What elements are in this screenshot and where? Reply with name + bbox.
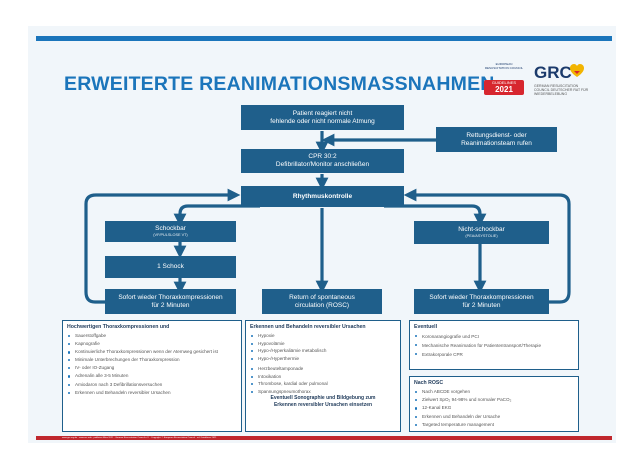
- imaging-note: Eventuell Sonographie und Bildgebung zum…: [270, 395, 376, 408]
- during-cpr-list: Sauerstoffgabe Kapnografie Kontinuierlic…: [67, 332, 237, 397]
- shockable-subtext: (VF/PULSLOSE VT): [153, 233, 188, 237]
- heart-icon: [570, 64, 584, 77]
- footer-text: www.grc-org.de · www.erc.edu · publizier…: [62, 437, 217, 439]
- rosc-box: Return of spontaneous circulation (ROSC): [262, 289, 382, 314]
- erc-logo-text: EUROPEAN RESUSCITATION COUNCIL: [484, 62, 524, 70]
- list-item: Extrakorporale CPR: [414, 350, 574, 359]
- list-item: Minimale Unterbrechungen der Thoraxkompr…: [67, 356, 237, 364]
- rhythm-check-text: Rhythmuskontrolle: [292, 192, 353, 200]
- resume-compressions-left-text: Sofort wieder Thoraxkompressionen für 2 …: [118, 293, 223, 309]
- grc-logo-subtitle: GERMAN RESUSCITATION COUNCIL DEUTSCHER R…: [534, 84, 589, 96]
- list-item: Erkennen und Behandeln der Ursache: [414, 413, 574, 421]
- post-rosc-list: Nach ABCDE vorgehen Zielwert SpO₂ 94-98%…: [414, 388, 574, 429]
- list-item: Kapnografie: [67, 340, 237, 348]
- list-item: Hypoxie: [250, 332, 396, 340]
- list-item: Mechanische Reanimation für Patiententra…: [414, 341, 574, 350]
- one-shock-text: 1 Schock: [157, 263, 184, 270]
- list-item: IV- oder IO-Zugang: [67, 364, 237, 372]
- list-item: Targeted temperature management: [414, 421, 574, 429]
- during-cpr-panel: Hochwertigen Thoraxkompressionen und Sau…: [62, 320, 242, 432]
- list-item: Herzbeuteltamponade: [250, 365, 396, 373]
- list-item: Amiodaron nach 3 Defibrillationsversuche…: [67, 381, 237, 389]
- non-shockable-box: Nicht-schockbar (PEA/ASYSTOLIE): [414, 221, 549, 244]
- patient-unresponsive-text: Patient reagiert nicht fehlende oder nic…: [270, 109, 375, 125]
- resume-compressions-right-text: Sofort wieder Thoraxkompressionen für 2 …: [429, 293, 534, 309]
- erc-badge-label: GUIDELINES: [491, 80, 517, 85]
- list-item: Adrenalin alle 3-5 Minuten: [67, 372, 237, 380]
- resume-compressions-left-box: Sofort wieder Thoraxkompressionen für 2 …: [105, 289, 236, 314]
- reversible-causes-list-t: Herzbeuteltamponade Intoxikation Thrombo…: [250, 365, 396, 395]
- rosc-text: Return of spontaneous circulation (ROSC): [289, 293, 355, 309]
- list-item: 12-Kanal EKG: [414, 404, 574, 412]
- list-item: Koronarangiografie und PCI: [414, 332, 574, 341]
- cpr-box: CPR 30:2 Defibrillator/Monitor anschließ…: [241, 149, 404, 173]
- consider-list: Koronarangiografie und PCI Mechanische R…: [414, 332, 574, 359]
- patient-unresponsive-box: Patient reagiert nicht fehlende oder nic…: [241, 105, 404, 130]
- list-item: Nach ABCDE vorgehen: [414, 388, 574, 396]
- reversible-causes-list-h: Hypoxie Hypovolämie Hypo-/Hyperkaliämie …: [250, 332, 396, 362]
- shockable-box: Schockbar (VF/PULSLOSE VT): [105, 221, 236, 242]
- list-item: Erkennen und Behandeln reversibler Ursac…: [67, 389, 237, 397]
- list-item: Hypo-/Hyperkaliämie metabolisch: [250, 347, 396, 355]
- cpr-defibrillator-text: Defibrillator/Monitor anschließen: [275, 161, 370, 168]
- consider-panel: Eventuell Koronarangiografie und PCI Mec…: [409, 320, 579, 370]
- consider-heading: Eventuell: [414, 324, 438, 330]
- cpr-ratio-text: CPR 30:2: [308, 153, 337, 160]
- list-item: Zielwert SpO₂ 94-98% und normaler PaCO₂: [414, 396, 574, 404]
- list-item: Hypo-/Hyperthermie: [250, 355, 396, 363]
- reversible-causes-panel: Erkennen und Behandeln reversibler Ursac…: [245, 320, 401, 432]
- list-item: Kontinuierliche Thoraxkompressionen wenn…: [67, 348, 237, 356]
- page-title: ERWEITERTE REANIMATIONSMASSNAHMEN: [64, 73, 495, 95]
- erc-guidelines-badge: GUIDELINES 2021: [484, 80, 524, 95]
- top-accent-bar: [36, 36, 612, 41]
- footer-bar: [36, 436, 612, 440]
- list-item: Spannungspneumothorax: [250, 388, 396, 396]
- erc-badge-year: 2021: [495, 85, 513, 94]
- during-cpr-heading: Hochwertigen Thoraxkompressionen und: [67, 324, 170, 330]
- post-rosc-heading: Nach ROSC: [414, 380, 444, 386]
- post-rosc-panel: Nach ROSC Nach ABCDE vorgehen Zielwert S…: [409, 376, 579, 432]
- list-item: Hypovolämie: [250, 340, 396, 348]
- non-shockable-subtext: (PEA/ASYSTOLIE): [465, 234, 498, 238]
- shockable-text: Schockbar: [155, 225, 186, 232]
- call-rescue-team-text: Rettungsdienst- oder Reanimationsteam ru…: [461, 131, 532, 147]
- list-item: Intoxikation: [250, 373, 396, 381]
- call-rescue-team-box: Rettungsdienst- oder Reanimationsteam ru…: [436, 127, 557, 152]
- list-item: Thrombose, kardial oder pulmonal: [250, 380, 396, 388]
- resume-compressions-right-box: Sofort wieder Thoraxkompressionen für 2 …: [414, 289, 549, 314]
- one-shock-box: 1 Schock: [105, 256, 236, 278]
- list-item: Sauerstoffgabe: [67, 332, 237, 340]
- grc-logo: GRC: [534, 63, 572, 82]
- non-shockable-text: Nicht-schockbar: [458, 226, 505, 233]
- rhythm-check-box: Rhythmuskontrolle: [241, 186, 404, 207]
- reversible-causes-heading: Erkennen und Behandeln reversibler Ursac…: [250, 324, 366, 330]
